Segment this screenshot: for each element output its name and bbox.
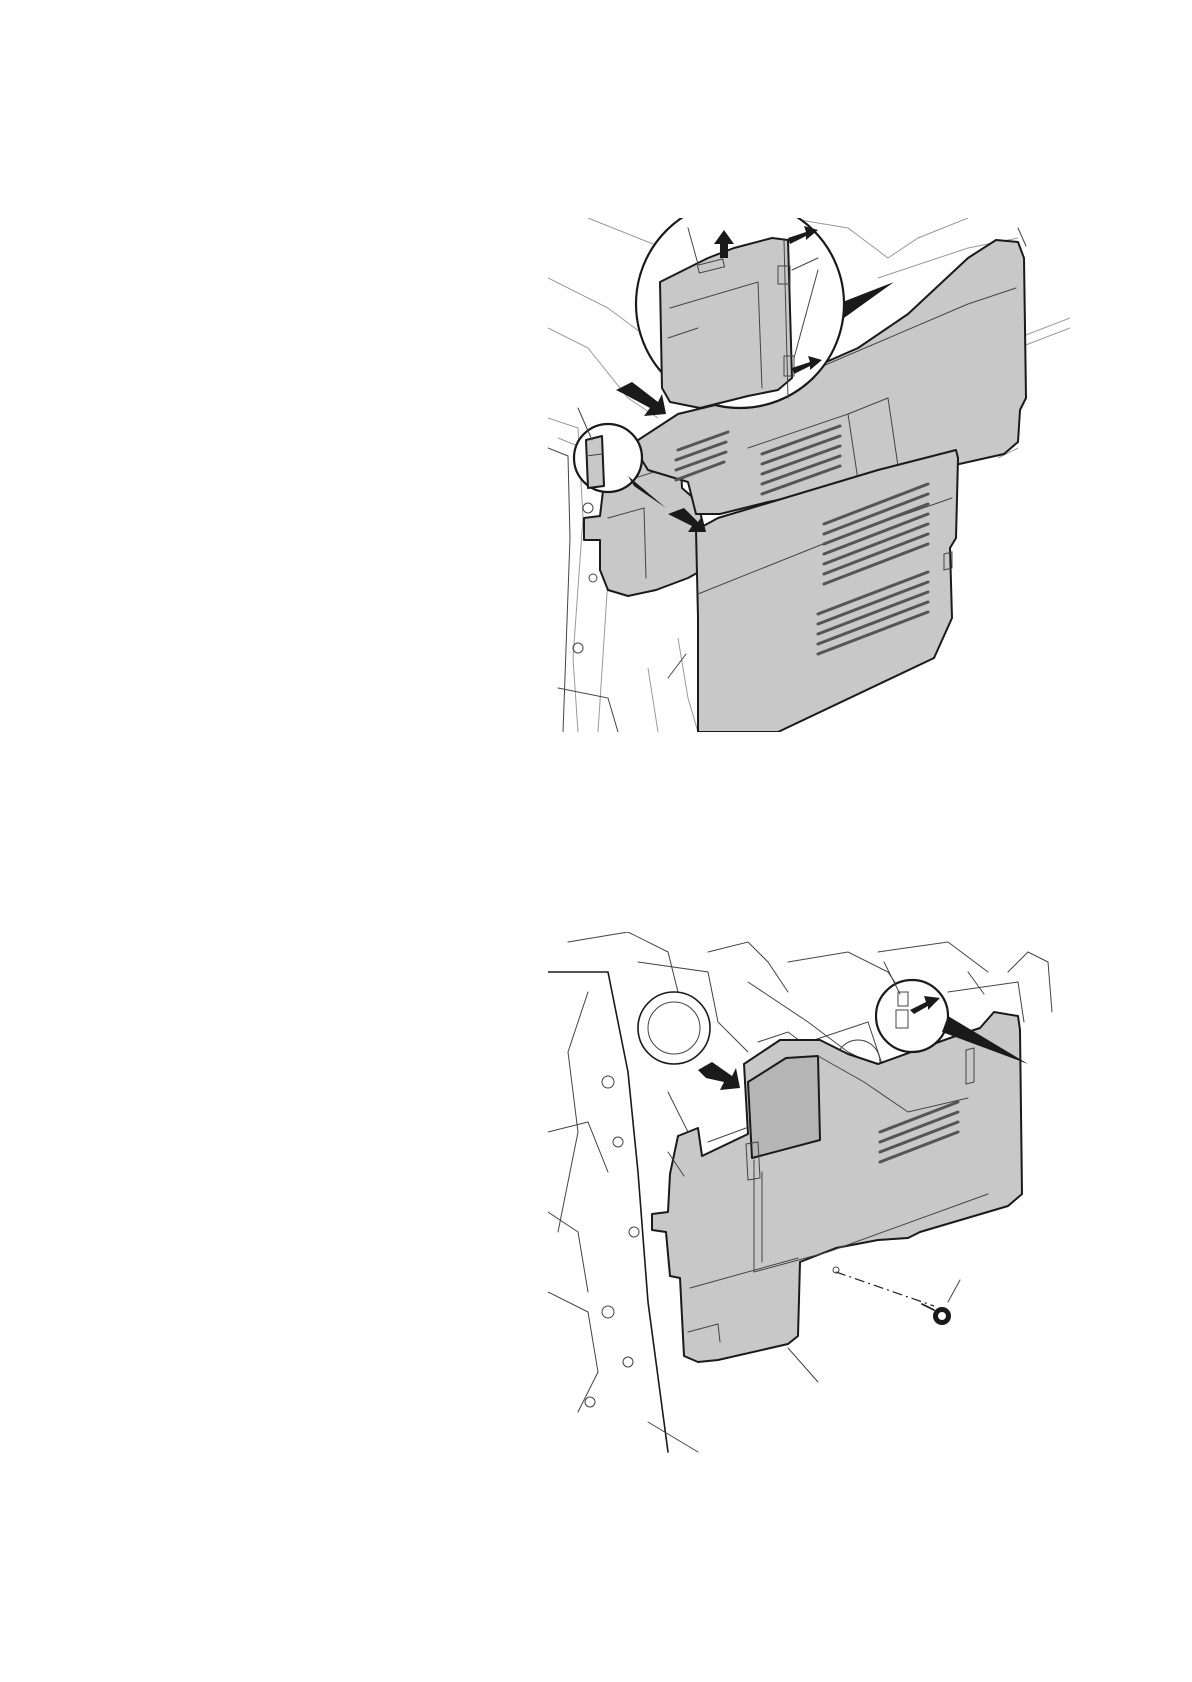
magnified-callout-latches (636, 218, 844, 408)
arrow-pull-cover (698, 1062, 740, 1090)
exploded-diagram-top (548, 218, 1070, 732)
motion-arrows (698, 1062, 740, 1090)
diagram-top-svg (548, 218, 1070, 732)
diagram-bottom-svg (548, 932, 1068, 1462)
lower-side-cover (652, 1012, 1022, 1362)
arrow-pull-upper (616, 382, 666, 416)
exploded-diagram-bottom (548, 932, 1068, 1462)
screw (836, 1272, 951, 1325)
